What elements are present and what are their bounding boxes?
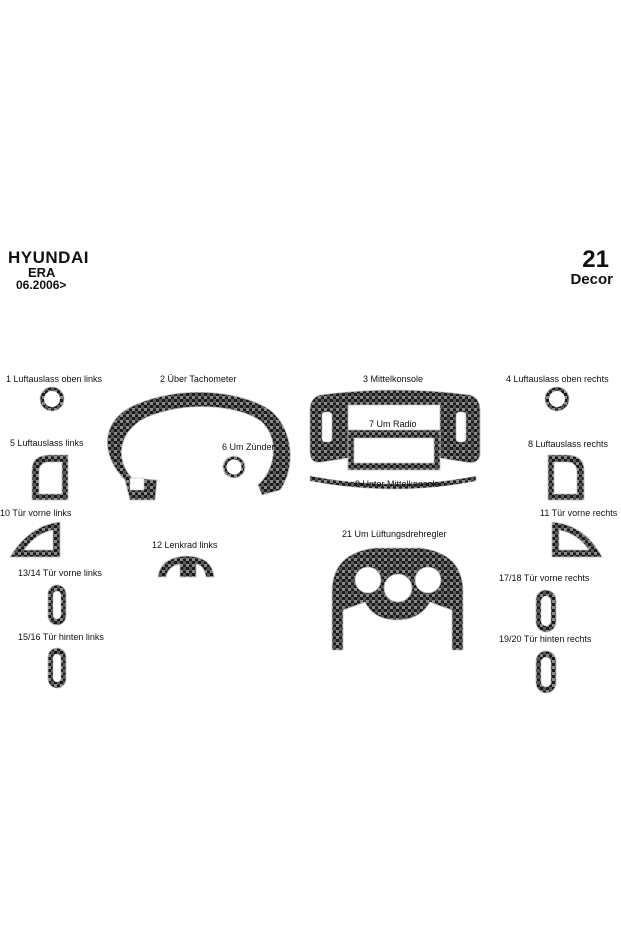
- part-10-door-front-left: [9, 521, 61, 558]
- part-19-20-door-rear-right: [535, 650, 557, 694]
- label-part-6: 6 Um Zünder: [222, 442, 275, 452]
- part-3-center-console: [309, 389, 481, 464]
- label-part-9: 9 Unter Mittelkonsole: [355, 479, 440, 489]
- set-name: Decor: [570, 271, 613, 288]
- part-1-vent-top-left: [39, 386, 65, 412]
- brand-title: HYUNDAI: [8, 248, 89, 267]
- part-11-door-front-right: [551, 521, 603, 558]
- label-part-10: 10 Tür vorne links: [0, 508, 72, 518]
- part-9-under-console: [309, 475, 477, 490]
- label-part-4: 4 Luftauslass oben rechts: [506, 374, 609, 384]
- label-part-11: 11 Tür vorne rechts: [540, 508, 618, 518]
- label-part-21: 21 Um Lüftungsdrehregler: [342, 529, 447, 539]
- label-part-17: 17/18 Tür vorne rechts: [499, 573, 590, 583]
- part-15-16-door-rear-left: [47, 647, 67, 689]
- label-part-5: 5 Luftauslass links: [10, 438, 84, 448]
- label-part-13: 13/14 Tür vorne links: [18, 568, 102, 578]
- label-part-2: 2 Über Tachometer: [160, 374, 237, 384]
- part-6-ignition-ring: [222, 455, 246, 479]
- part-21-fan-control-frame: [331, 547, 464, 651]
- label-part-15: 15/16 Tür hinten links: [18, 632, 104, 642]
- model-date: 06.2006>: [16, 278, 67, 292]
- part-5-vent-left: [31, 454, 69, 501]
- model-name: ERA: [28, 265, 56, 280]
- part-13-14-door-front-left: [47, 584, 67, 626]
- part-17-18-door-front-right: [535, 589, 557, 633]
- part-12-steering-left: [157, 555, 215, 578]
- label-part-3: 3 Mittelkonsole: [363, 374, 424, 384]
- label-part-8: 8 Luftauslass rechts: [528, 439, 609, 449]
- part-8-vent-right: [547, 454, 585, 501]
- label-part-12: 12 Lenkrad links: [152, 540, 218, 550]
- part-2-over-tachometer: [106, 391, 291, 501]
- label-part-7: 7 Um Radio: [369, 419, 417, 429]
- part-4-vent-top-right: [544, 386, 570, 412]
- label-part-19: 19/20 Tür hinten rechts: [499, 634, 592, 644]
- set-number: 21: [582, 246, 609, 273]
- part-7-radio-frame: [347, 429, 441, 471]
- label-part-1: 1 Luftauslass oben links: [6, 374, 103, 384]
